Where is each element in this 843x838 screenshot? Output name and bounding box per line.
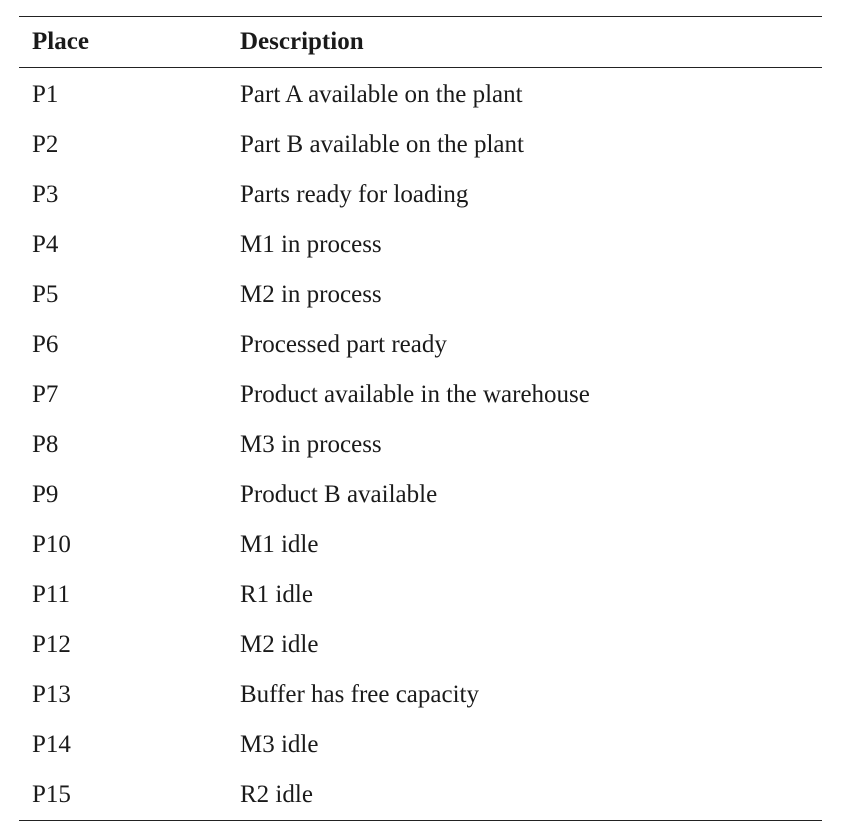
cell-description: Parts ready for loading [240, 181, 469, 208]
cell-place: P12 [32, 631, 71, 658]
table-row: P3 Parts ready for loading [19, 170, 822, 220]
cell-place: P1 [32, 81, 59, 108]
cell-place: P6 [32, 331, 59, 358]
table-row: P15 R2 idle [19, 770, 822, 821]
table-row: P4 M1 in process [19, 220, 822, 270]
cell-place: P11 [32, 581, 70, 608]
cell-place: P8 [32, 431, 59, 458]
cell-place: P9 [32, 481, 59, 508]
cell-description: M2 in process [240, 281, 382, 308]
cell-place: P15 [32, 781, 71, 808]
header-description: Description [240, 28, 364, 55]
cell-description: M3 in process [240, 431, 382, 458]
table-row: P6 Processed part ready [19, 320, 822, 370]
table-row: P12 M2 idle [19, 620, 822, 670]
table-row: P8 M3 in process [19, 420, 822, 470]
table-row: P11 R1 idle [19, 570, 822, 620]
header-row: Place Description [19, 16, 822, 68]
table-row: P14 M3 idle [19, 720, 822, 770]
cell-description: Part B available on the plant [240, 131, 524, 158]
table-header: Place Description [19, 16, 822, 68]
cell-description: Part A available on the plant [240, 81, 523, 108]
table-row: P10 M1 idle [19, 520, 822, 570]
cell-place: P2 [32, 131, 59, 158]
cell-place: P14 [32, 731, 71, 758]
cell-description: Product available in the warehouse [240, 381, 590, 408]
table-row: P5 M2 in process [19, 270, 822, 320]
cell-place: P10 [32, 531, 71, 558]
cell-description: M2 idle [240, 631, 319, 658]
cell-description: Buffer has free capacity [240, 681, 479, 708]
places-table: Place Description P1 Part A available on … [19, 16, 822, 821]
cell-description: R2 idle [240, 781, 313, 808]
cell-description: Processed part ready [240, 331, 447, 358]
header-place: Place [32, 28, 89, 55]
cell-place: P4 [32, 231, 59, 258]
cell-description: M3 idle [240, 731, 319, 758]
cell-place: P5 [32, 281, 59, 308]
cell-description: Product B available [240, 481, 438, 508]
table-row: P7 Product available in the warehouse [19, 370, 822, 420]
cell-place: P3 [32, 181, 59, 208]
cell-description: R1 idle [240, 581, 313, 608]
cell-description: M1 idle [240, 531, 319, 558]
table-row: P1 Part A available on the plant [19, 68, 822, 121]
table-row: P2 Part B available on the plant [19, 120, 822, 170]
cell-place: P13 [32, 681, 71, 708]
cell-place: P7 [32, 381, 59, 408]
table-row: P9 Product B available [19, 470, 822, 520]
table-row: P13 Buffer has free capacity [19, 670, 822, 720]
places-table-container: Place Description P1 Part A available on … [19, 16, 822, 821]
cell-description: M1 in process [240, 231, 382, 258]
